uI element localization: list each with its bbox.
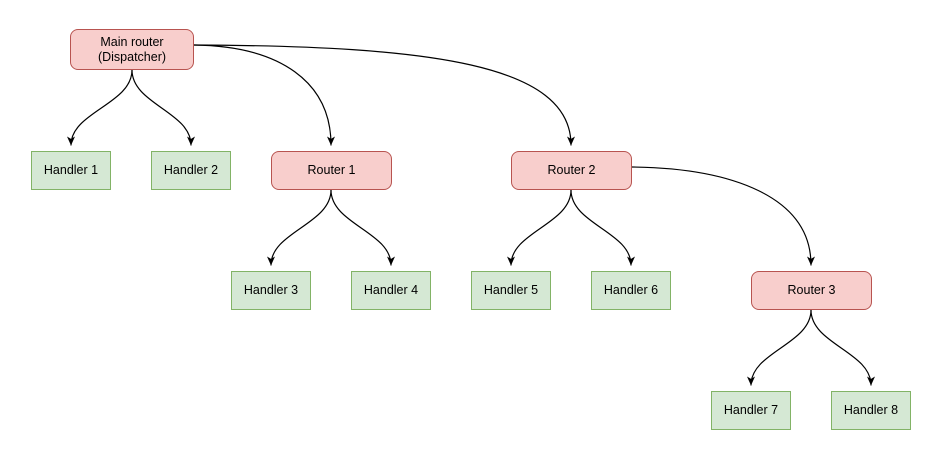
edge-main-to-router-2 [193, 44, 575, 146]
node-handler-8[interactable]: Handler 8 [831, 391, 911, 430]
node-router-1[interactable]: Router 1 [271, 151, 392, 190]
node-label-handler-4: Handler 4 [363, 283, 419, 297]
node-handler-7[interactable]: Handler 7 [711, 391, 791, 430]
node-router-3[interactable]: Router 3 [751, 271, 872, 310]
node-handler-3[interactable]: Handler 3 [231, 271, 311, 310]
edge-main-to-handler-2 [131, 69, 195, 146]
edge-router-2-to-handler-6 [570, 189, 635, 266]
edge-router-1-to-handler-4 [330, 189, 395, 266]
node-label-handler-1: Handler 1 [43, 163, 99, 177]
node-label-handler-8: Handler 8 [843, 403, 899, 417]
edge-router-3-to-handler-8 [810, 309, 875, 386]
node-label-router-2: Router 2 [547, 163, 596, 177]
node-label-handler-6: Handler 6 [603, 283, 659, 297]
node-label-main-router: Main router (Dispatcher) [97, 34, 167, 64]
node-handler-1[interactable]: Handler 1 [31, 151, 111, 190]
edge-router-1-to-handler-3 [267, 189, 332, 266]
edge-router-2-to-router-3 [631, 166, 815, 266]
node-label-handler-3: Handler 3 [243, 283, 299, 297]
node-label-handler-2: Handler 2 [163, 163, 219, 177]
node-handler-4[interactable]: Handler 4 [351, 271, 431, 310]
node-label-router-3: Router 3 [787, 283, 836, 297]
node-handler-2[interactable]: Handler 2 [151, 151, 231, 190]
node-handler-6[interactable]: Handler 6 [591, 271, 671, 310]
edge-main-to-router-1 [193, 44, 335, 146]
node-handler-5[interactable]: Handler 5 [471, 271, 551, 310]
node-router-2[interactable]: Router 2 [511, 151, 632, 190]
edge-router-3-to-handler-7 [747, 309, 812, 386]
node-main-router[interactable]: Main router (Dispatcher) [70, 29, 194, 70]
node-label-router-1: Router 1 [307, 163, 356, 177]
node-label-handler-5: Handler 5 [483, 283, 539, 297]
node-label-handler-7: Handler 7 [723, 403, 779, 417]
edge-router-2-to-handler-5 [507, 189, 572, 266]
edge-main-to-handler-1 [67, 69, 133, 146]
